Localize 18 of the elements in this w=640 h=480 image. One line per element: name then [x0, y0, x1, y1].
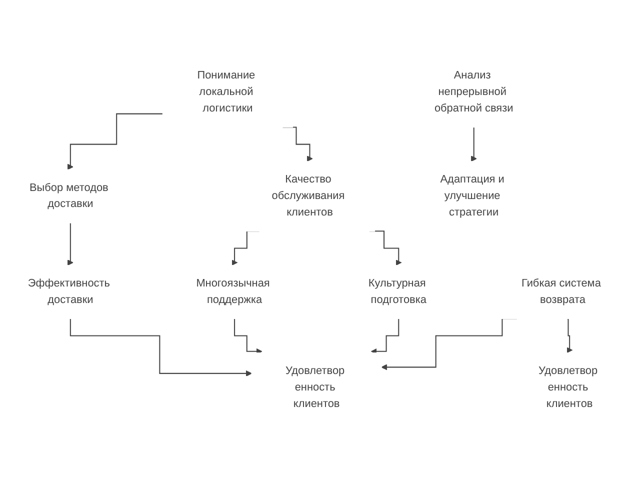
- node-text: Понимание локальной логистики: [197, 70, 256, 114]
- node-text: Качество обслуживания клиентов: [272, 174, 345, 218]
- arrow: [234, 318, 262, 354]
- node-text: Анализ непрерывной обратной связи: [434, 70, 514, 114]
- arrow: [566, 318, 573, 354]
- node-text: Адаптация и улучшение стратегии: [440, 174, 504, 218]
- node-text: Эффективность доставки: [28, 278, 110, 306]
- arrow: [67, 113, 163, 170]
- node-text: Культурная подготовка: [368, 278, 426, 306]
- node-text: Гибкая система возврата: [522, 278, 601, 306]
- arrow: [370, 318, 400, 354]
- arrow: [70, 318, 252, 376]
- arrow: [470, 126, 477, 162]
- arrow: [67, 222, 74, 266]
- node-text: Удовлетвор енность клиентов: [538, 365, 598, 410]
- node-text: Выбор методов доставки: [29, 182, 108, 210]
- node-text: Удовлетвор енность клиентов: [286, 365, 345, 410]
- node-text: Многоязычная поддержка: [196, 278, 270, 306]
